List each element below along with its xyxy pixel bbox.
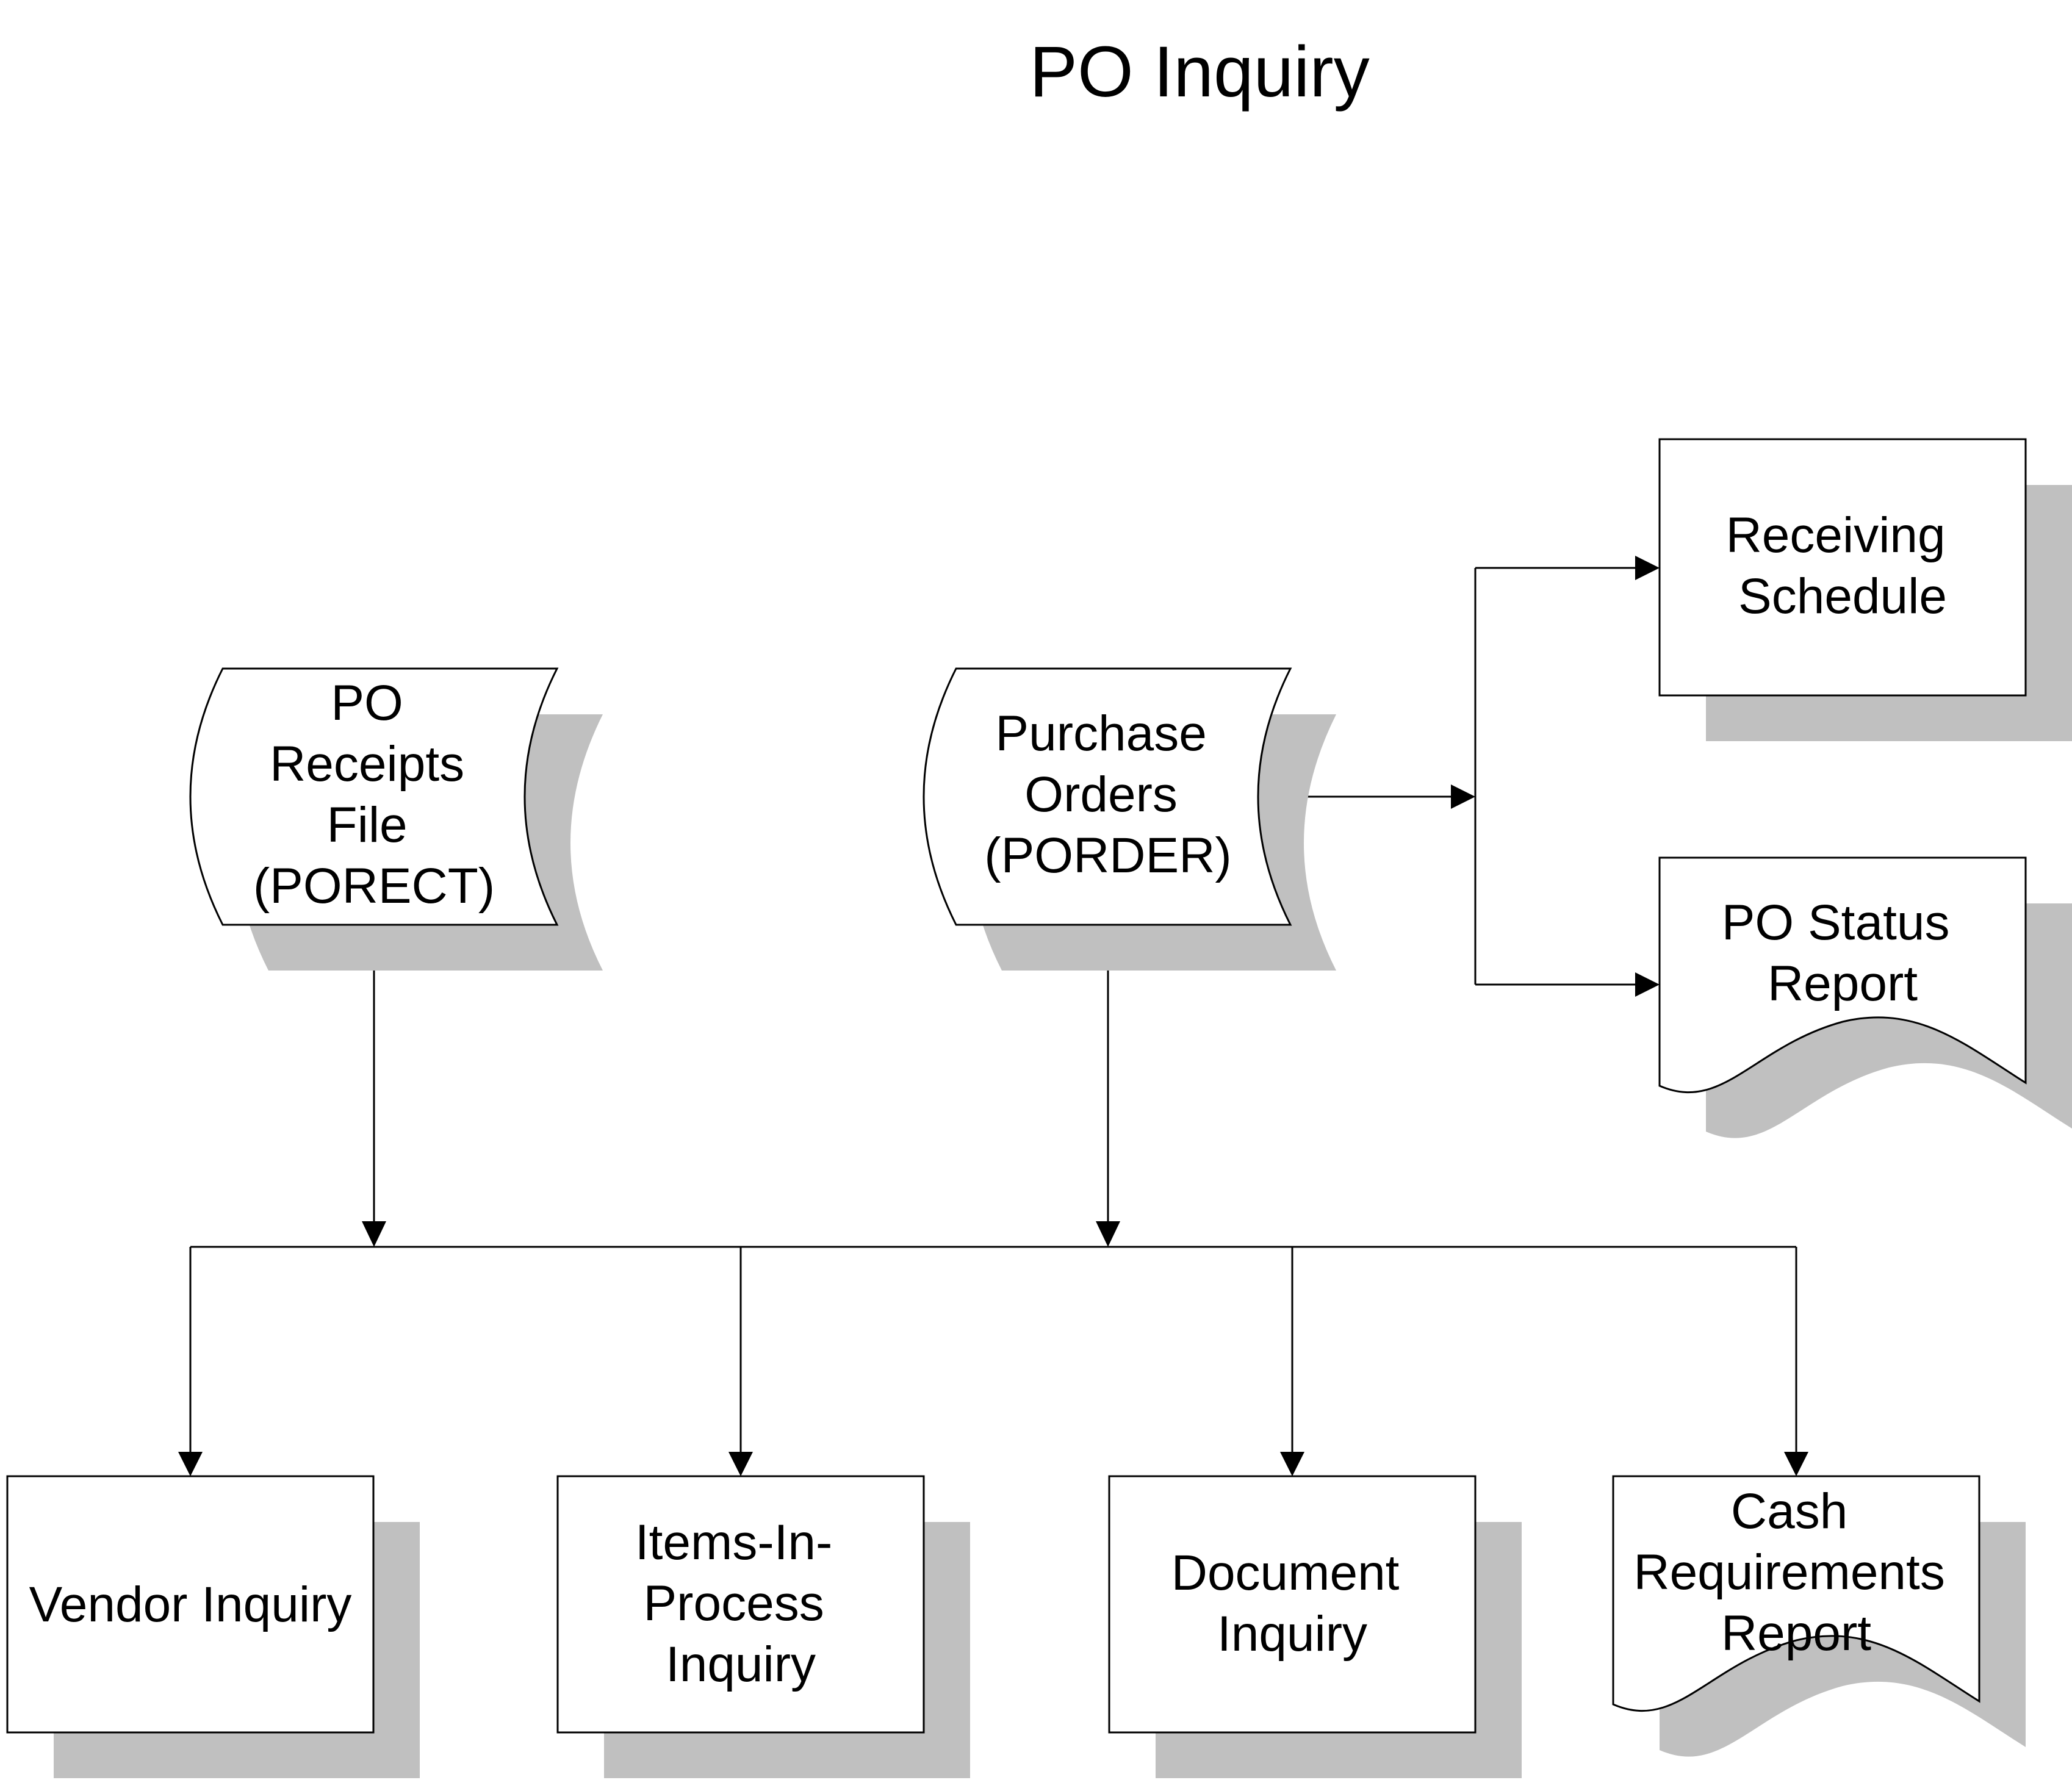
node-label: PO Receipts File (PORECT) — [253, 675, 495, 914]
node-label-line: PO Status — [1722, 895, 1950, 950]
node-label-line: Orders — [1024, 767, 1178, 822]
node-receiving-schedule: Receiving Schedule — [1658, 438, 2072, 741]
node-label-line: Process — [643, 1576, 824, 1631]
node-label: Vendor Inquiry — [29, 1577, 352, 1632]
node-label: PO Status Report — [1722, 895, 1964, 1011]
node-label-line: Receiving — [1726, 508, 1946, 563]
node-label-line: Report — [1721, 1606, 1871, 1661]
node-label: Receiving Schedule — [1726, 508, 1960, 624]
node-label-line: Inquiry — [666, 1637, 816, 1692]
process-box — [6, 1475, 375, 1734]
process-box — [1108, 1475, 1477, 1734]
node-label-line: File — [327, 797, 408, 853]
node-items-in-process-inquiry: Items-In- Process Inquiry — [556, 1475, 970, 1778]
stored-data-shape — [189, 667, 559, 926]
node-label-line: Vendor Inquiry — [29, 1577, 352, 1632]
connector-arrowhead — [1635, 556, 1660, 580]
connector-arrowhead — [1451, 784, 1475, 809]
node-label-line: Purchase — [995, 706, 1206, 761]
node-label-line: Document — [1171, 1545, 1400, 1601]
node-purchase-orders: Purchase Orders (PORDER) — [923, 667, 1336, 971]
diagram-title: PO Inquiry — [1029, 32, 1369, 112]
node-label-line: PO — [331, 675, 403, 731]
node-document-inquiry: Document Inquiry — [1108, 1475, 1522, 1778]
connector-arrowhead — [178, 1452, 203, 1476]
node-label-line: Schedule — [1738, 569, 1947, 624]
node-label: Document Inquiry — [1171, 1545, 1414, 1662]
connector-arrowhead — [728, 1452, 753, 1476]
node-label-line: Report — [1768, 956, 1918, 1011]
node-label-line: (PORECT) — [253, 858, 495, 914]
document-shape — [1612, 1475, 1980, 1712]
connector-arrowhead — [1784, 1452, 1808, 1476]
node-label: Purchase Orders (PORDER) — [984, 706, 1231, 883]
stored-data-shape — [923, 667, 1292, 926]
node-label-line: Inquiry — [1217, 1606, 1367, 1662]
node-cash-requirements-report: Cash Requirements Report — [1612, 1475, 2026, 1757]
process-box — [1658, 438, 2027, 697]
node-label-line: (PORDER) — [984, 828, 1231, 883]
connector-arrowhead — [1280, 1452, 1304, 1476]
node-label: Items-In- Process Inquiry — [635, 1515, 846, 1692]
node-vendor-inquiry: Vendor Inquiry — [6, 1475, 420, 1778]
document-shape — [1658, 856, 2027, 1094]
node-label: Cash Requirements Report — [1633, 1484, 1959, 1661]
node-po-receipts-file: PO Receipts File (PORECT) — [189, 667, 603, 971]
connector-arrowhead — [1635, 972, 1660, 997]
node-label-line: Receipts — [270, 736, 464, 792]
node-po-status-report: PO Status Report — [1658, 856, 2072, 1138]
node-label-line: Requirements — [1633, 1545, 1944, 1600]
connectors — [178, 556, 1808, 1476]
node-label-line: Cash — [1731, 1484, 1847, 1539]
process-box — [556, 1475, 925, 1734]
node-label-line: Items-In- — [635, 1515, 832, 1570]
connector-arrowhead — [1096, 1221, 1120, 1247]
connector-arrowhead — [362, 1221, 386, 1247]
